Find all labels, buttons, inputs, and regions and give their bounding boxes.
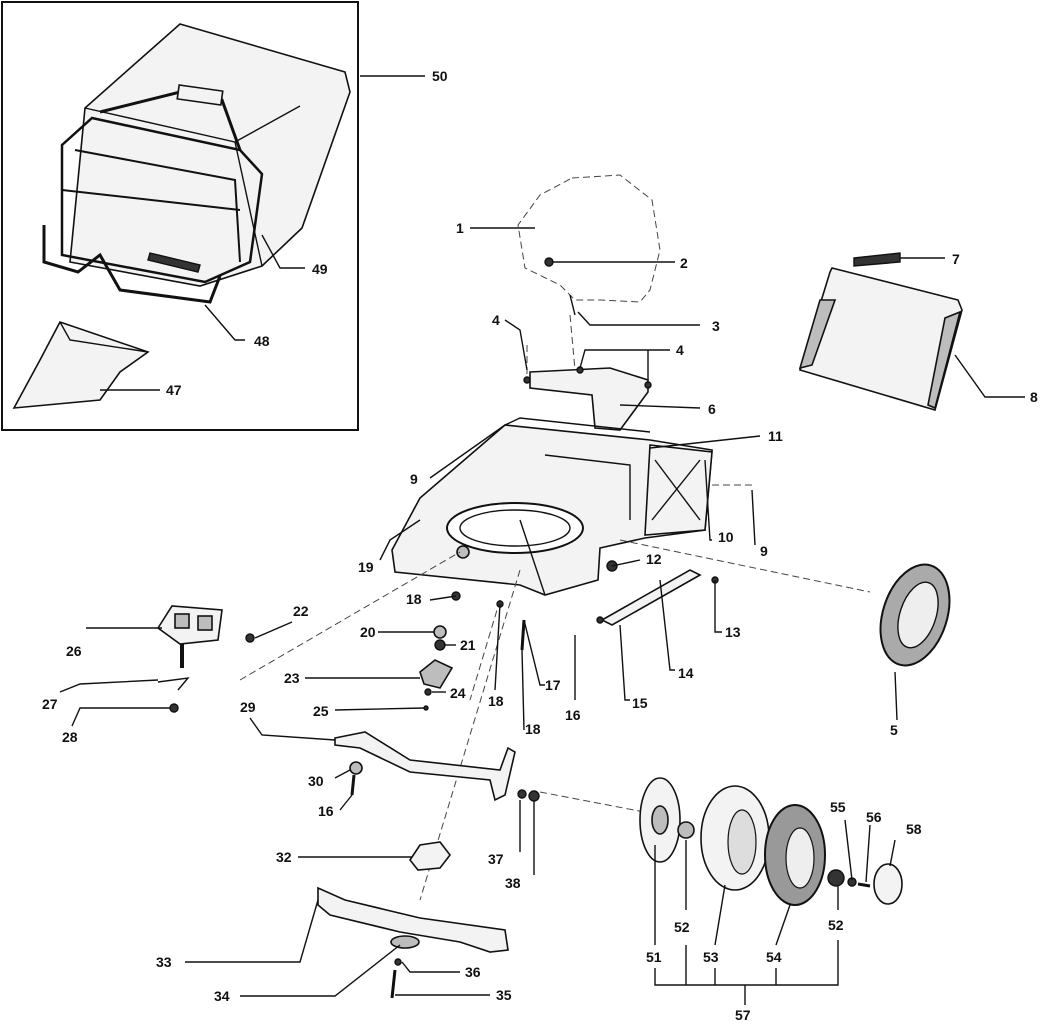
label-7: 7 bbox=[952, 251, 960, 267]
label-55: 55 bbox=[830, 799, 846, 815]
label-2: 2 bbox=[680, 255, 688, 271]
part-22-nut bbox=[245, 633, 255, 643]
label-29: 29 bbox=[240, 699, 256, 715]
label-3: 3 bbox=[712, 318, 720, 334]
label-5: 5 bbox=[890, 722, 898, 738]
part-32-blade-adapter bbox=[409, 841, 452, 871]
label-4a: 4 bbox=[492, 312, 500, 328]
label-36: 36 bbox=[465, 964, 481, 980]
label-23: 23 bbox=[284, 670, 300, 686]
label-33: 33 bbox=[156, 954, 172, 970]
label-52a: 52 bbox=[674, 919, 690, 935]
label-57: 57 bbox=[735, 1007, 751, 1023]
part-10-rear-flap bbox=[644, 444, 713, 536]
label-32: 32 bbox=[276, 849, 292, 865]
label-49: 49 bbox=[312, 261, 328, 277]
label-47: 47 bbox=[166, 382, 182, 398]
part-50-catcher-bag bbox=[69, 23, 351, 287]
label-19: 19 bbox=[358, 559, 374, 575]
label-30: 30 bbox=[308, 773, 324, 789]
label-15: 15 bbox=[632, 695, 648, 711]
label-11: 11 bbox=[768, 428, 783, 444]
part-7-hinge bbox=[853, 252, 901, 267]
label-54: 54 bbox=[766, 949, 782, 965]
label-9a: 9 bbox=[410, 471, 418, 487]
part-27-spring bbox=[157, 677, 190, 691]
label-16b: 16 bbox=[318, 803, 334, 819]
part-14-rear-axle bbox=[600, 569, 702, 626]
part-48-catcher-lower-frame bbox=[42, 225, 222, 304]
label-53: 53 bbox=[703, 949, 719, 965]
label-28: 28 bbox=[62, 729, 78, 745]
label-24: 24 bbox=[450, 685, 466, 701]
inset-frame bbox=[1, 1, 359, 431]
part-labels: 1 2 3 4 4 5 6 7 8 9 9 10 11 12 13 14 15 … bbox=[42, 68, 1038, 1023]
part-52-bearing bbox=[677, 821, 695, 839]
label-48: 48 bbox=[254, 333, 270, 349]
label-22: 22 bbox=[293, 603, 309, 619]
label-18c: 18 bbox=[525, 721, 541, 737]
label-58: 58 bbox=[906, 821, 922, 837]
label-34: 34 bbox=[214, 988, 230, 1004]
part-29-front-axle bbox=[334, 731, 516, 802]
label-17: 17 bbox=[545, 677, 561, 693]
label-18a: 18 bbox=[406, 591, 422, 607]
label-16a: 16 bbox=[565, 707, 581, 723]
label-52b: 52 bbox=[828, 917, 844, 933]
part-3-shaft bbox=[569, 294, 576, 316]
label-6: 6 bbox=[708, 401, 716, 417]
label-14: 14 bbox=[678, 665, 694, 681]
part-28-washer bbox=[169, 703, 179, 713]
label-26: 26 bbox=[66, 643, 82, 659]
part-34-blade-washer bbox=[390, 935, 420, 949]
part-1-engine bbox=[517, 174, 661, 303]
label-4b: 4 bbox=[676, 342, 684, 358]
part-47-deflector bbox=[12, 321, 150, 409]
label-50: 50 bbox=[432, 68, 448, 84]
label-35: 35 bbox=[496, 987, 512, 1003]
part-8-side-bag bbox=[798, 267, 963, 411]
label-56: 56 bbox=[866, 809, 882, 825]
label-27: 27 bbox=[42, 696, 58, 712]
label-37: 37 bbox=[488, 851, 504, 867]
label-20: 20 bbox=[360, 624, 376, 640]
part-49-catcher-frame bbox=[60, 116, 264, 284]
part-2-bolt bbox=[544, 257, 554, 267]
label-51: 51 bbox=[646, 949, 662, 965]
label-38: 38 bbox=[505, 875, 521, 891]
part-6-engine-plate bbox=[529, 367, 649, 431]
leader-lines bbox=[59, 75, 1025, 1005]
label-1: 1 bbox=[456, 220, 464, 236]
part-56-screw bbox=[857, 882, 871, 888]
label-13: 13 bbox=[725, 624, 741, 640]
label-9b: 9 bbox=[760, 543, 768, 559]
part-23-bracket bbox=[419, 659, 454, 689]
part-58-hubcap bbox=[873, 863, 903, 905]
label-8: 8 bbox=[1030, 389, 1038, 405]
label-18b: 18 bbox=[488, 693, 504, 709]
label-12: 12 bbox=[646, 551, 662, 567]
label-25: 25 bbox=[313, 703, 329, 719]
label-10: 10 bbox=[718, 529, 734, 545]
part-33-blade bbox=[317, 886, 509, 953]
label-21: 21 bbox=[460, 637, 476, 653]
